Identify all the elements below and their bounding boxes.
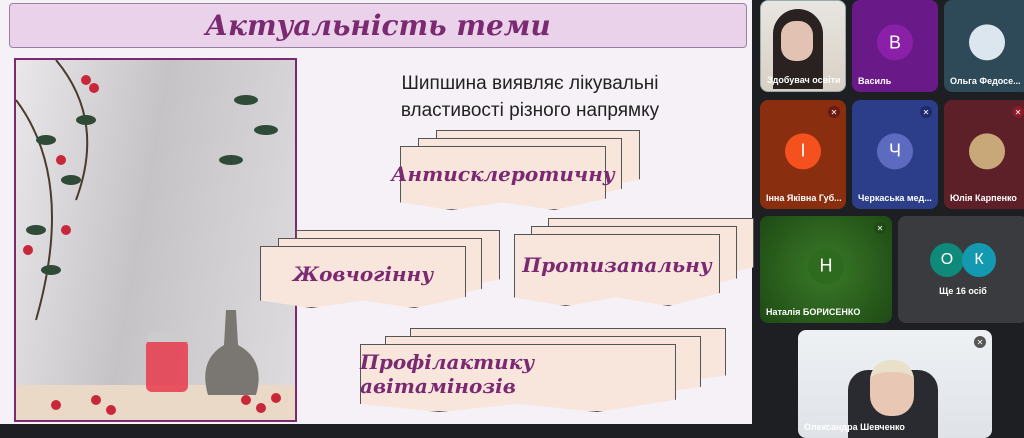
property-anti-inflammatory: Протизапальну: [514, 218, 754, 308]
participant-name: Юлія Карпенко: [950, 193, 1017, 203]
property-antisclerotic: Антисклеротичну: [391, 130, 640, 215]
participant-tile[interactable]: ✕ Юлія Карпенко: [944, 100, 1024, 209]
subtitle-line: Шипшина виявляє лікувальні: [401, 73, 659, 94]
participant-avatar: Н: [808, 247, 844, 284]
slide-title-bar: Актуальність теми: [9, 3, 747, 48]
participant-photo: [969, 132, 1005, 169]
participant-avatar: О: [930, 243, 964, 277]
property-label: Антисклеротичну: [391, 162, 615, 186]
participant-tile[interactable]: Ольга Федосе...: [944, 0, 1024, 92]
participant-name: Інна Яківна Губ...: [766, 193, 842, 203]
participant-tile[interactable]: ✕ Ч Черкаська мед...: [852, 100, 938, 209]
mic-off-icon: ✕: [1012, 106, 1024, 118]
participant-tile[interactable]: Здобувач освіти: [760, 0, 846, 92]
mic-off-icon: ✕: [920, 106, 932, 118]
slide-title: Актуальність теми: [205, 9, 551, 42]
participant-tile[interactable]: ✕ І Інна Яківна Губ...: [760, 100, 846, 209]
participant-face: [781, 21, 813, 61]
property-label: Жовчогінну: [292, 262, 434, 286]
participant-name: Здобувач освіти: [767, 75, 841, 85]
participant-tile[interactable]: В Василь: [852, 0, 938, 92]
property-avitaminosis: Профілактику авітамінозів: [360, 328, 726, 413]
rosehip-image: [16, 60, 295, 420]
subtitle-line: властивості різного напрямку: [400, 100, 660, 121]
participant-avatar: І: [785, 132, 821, 169]
participant-tile[interactable]: ✕ Н Наталія БОРИСЕНКО: [760, 216, 892, 323]
more-participants-label: Ще 16 осіб: [939, 286, 987, 296]
participant-avatar: В: [877, 24, 913, 61]
presentation-slide: Актуальність теми Шипшина виявляє лікува…: [0, 0, 754, 424]
property-label: Профілактику авітамінозів: [360, 350, 535, 398]
mic-off-icon: ✕: [974, 336, 986, 348]
property-choleretic: Жовчогінну: [260, 230, 500, 310]
participant-name: Олександра Шевченко: [804, 422, 905, 432]
participant-photo: [969, 24, 1005, 61]
participant-avatar: К: [962, 243, 996, 277]
speaker-tile[interactable]: ✕ Олександра Шевченко: [798, 330, 992, 438]
participant-avatar: Ч: [877, 132, 913, 169]
more-participants-button[interactable]: О К Ще 16 осіб: [898, 216, 1024, 323]
participant-name: Василь: [858, 76, 892, 86]
participant-name: Ольга Федосе...: [950, 76, 1021, 86]
speaker-face: [870, 360, 914, 416]
slide-subtitle: Шипшина виявляє лікувальні властивості р…: [350, 70, 710, 124]
participant-name: Наталія БОРИСЕНКО: [766, 307, 861, 317]
property-label: Протизапальну: [522, 253, 712, 277]
rosehip-illustration: [14, 58, 297, 422]
mic-off-icon: ✕: [828, 106, 840, 118]
mic-off-icon: ✕: [874, 222, 886, 234]
participant-name: Черкаська мед...: [858, 193, 932, 203]
